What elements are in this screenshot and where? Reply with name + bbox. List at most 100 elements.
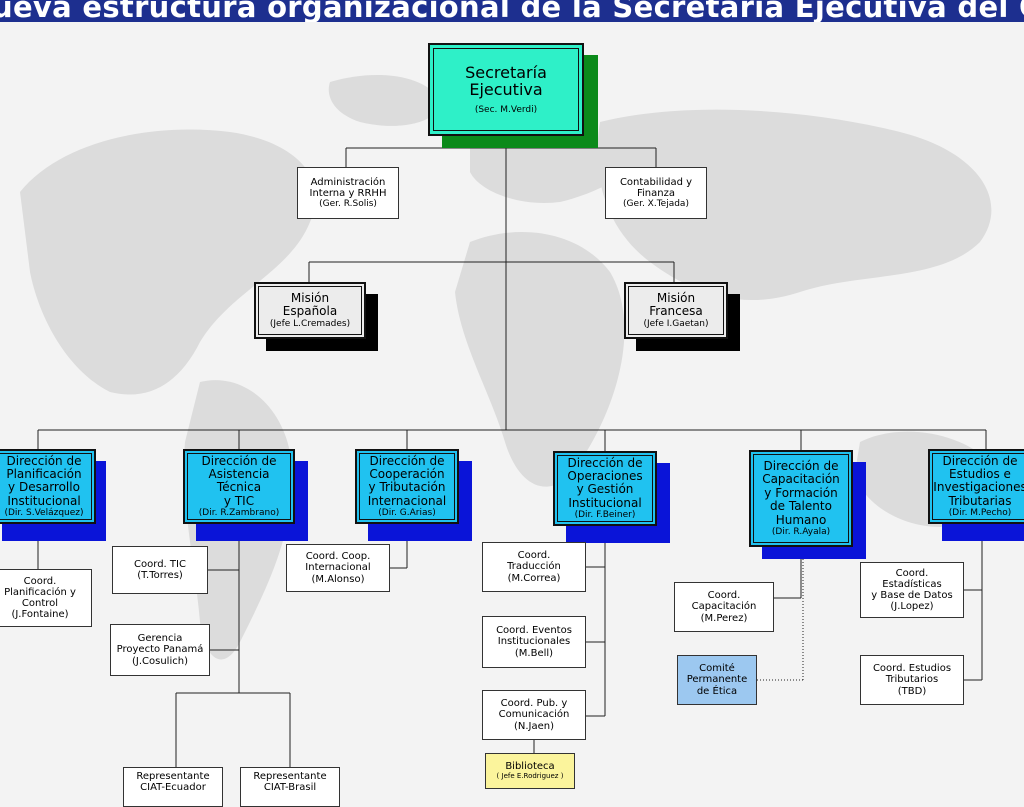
node-label: Tributarios xyxy=(885,674,939,686)
node-label: Comité xyxy=(699,663,735,675)
node-label: Contabilidad y xyxy=(619,176,693,188)
node-rep-brasil: Representante CIAT-Brasil xyxy=(240,767,340,807)
node-label: Misión xyxy=(656,291,696,306)
node-gerencia-panama: Gerencia Proyecto Panamá (J.Cosulich) xyxy=(110,624,210,676)
node-label: (N.Jaen) xyxy=(513,720,555,732)
node-label: Coord. xyxy=(517,550,551,562)
node-person: (Dir. S.Velázquez) xyxy=(4,508,84,519)
node-label: Coord. xyxy=(707,590,741,602)
node-label: de Talento xyxy=(770,499,832,514)
node-label: (M.Alonso) xyxy=(311,573,365,585)
node-label: Ejecutiva xyxy=(469,80,543,100)
node-person: (Sec. M.Verdi) xyxy=(474,105,538,116)
node-person: (Dir. R.Ayala) xyxy=(771,527,831,538)
node-mision-espanola: Misión Española (Jefe L.Cremades) xyxy=(254,282,366,339)
node-label: Coord. Estudios xyxy=(872,663,952,675)
node-label: Administración xyxy=(310,176,386,188)
node-label: Coord. xyxy=(23,575,57,587)
node-label: y Desarrollo xyxy=(8,480,80,495)
node-label: Operaciones xyxy=(567,469,643,484)
node-coord-planificacion: Coord. Planificación y Control (J.Fontai… xyxy=(0,569,92,627)
node-person: (Dir. F.Beiner) xyxy=(574,510,636,521)
node-label: (TBD) xyxy=(897,685,927,697)
node-label: Traducción xyxy=(507,561,561,573)
node-coord-tic: Coord. TIC (T.Torres) xyxy=(112,546,208,594)
page-title: ueva estructura organizacional de la Sec… xyxy=(0,0,1024,22)
node-person: (Dir. M.Pecho) xyxy=(948,508,1012,519)
node-label: Coord. Eventos xyxy=(496,625,572,637)
node-label: Estudios e xyxy=(949,467,1011,482)
node-person: ( Jefe E.Rodriguez ) xyxy=(496,771,564,780)
node-label: Coord. TIC xyxy=(134,558,186,570)
node-label: Francesa xyxy=(649,304,703,319)
node-coord-publicaciones: Coord. Pub. y Comunicación (N.Jaen) xyxy=(482,690,586,740)
node-label: y Gestión xyxy=(576,482,634,497)
node-label: Permanente xyxy=(686,674,748,686)
node-administracion: Administración Interna y RRHH (Ger. R.So… xyxy=(297,167,399,219)
node-label: Planificación xyxy=(6,467,82,482)
title-banner: ueva estructura organizacional de la Sec… xyxy=(0,0,1024,22)
node-coord-estudios: Coord. Estudios Tributarios (TBD) xyxy=(860,655,964,705)
node-dir-cooperacion: Dirección de Cooperación y Tributación I… xyxy=(355,449,459,524)
node-label: Internacional xyxy=(305,562,371,574)
node-label: (J.Cosulich) xyxy=(132,655,188,667)
node-dir-capacitacion: Dirección de Capacitación y Formación de… xyxy=(749,450,853,547)
node-label: Dirección de xyxy=(567,455,643,470)
node-label: Capacitación xyxy=(691,601,757,613)
node-label: Coord. Pub. y xyxy=(500,698,568,710)
node-label: Dirección de xyxy=(201,453,277,468)
node-label: (M.Correa) xyxy=(507,572,561,584)
node-person: (Dir. G.Arias) xyxy=(378,508,436,519)
node-label: Representante xyxy=(136,771,210,782)
node-label: Coord. xyxy=(895,567,929,579)
node-label: Proyecto Panamá xyxy=(116,644,204,656)
node-label: Control xyxy=(21,598,59,609)
node-label: Institucional xyxy=(7,493,81,508)
node-label: (T.Torres) xyxy=(137,570,183,581)
node-label: y Base de Datos xyxy=(871,590,953,601)
node-label: (J.Lopez) xyxy=(890,601,934,613)
node-label: Dirección de xyxy=(763,458,839,473)
node-label: Asistencia xyxy=(208,467,270,482)
node-label: Misión xyxy=(290,291,330,306)
node-coord-eventos: Coord. Eventos Institucionales (M.Bell) xyxy=(482,616,586,668)
node-mision-francesa: Misión Francesa (Jefe I.Gaetan) xyxy=(624,282,728,339)
node-dir-asistencia: Dirección de Asistencia Técnica y TIC (D… xyxy=(183,449,295,524)
node-person: (Jefe I.Gaetan) xyxy=(643,318,709,329)
node-label: Dirección de xyxy=(369,453,445,468)
node-label: Comunicación xyxy=(498,709,570,721)
node-label: y Formación xyxy=(764,485,838,500)
node-coord-traduccion: Coord. Traducción (M.Correa) xyxy=(482,542,586,592)
node-label: Institucional xyxy=(568,495,642,510)
node-label: Secretaría xyxy=(465,62,547,82)
node-label: Institucionales xyxy=(497,636,571,648)
node-label: CIAT-Brasil xyxy=(263,782,317,794)
node-label: Dirección de xyxy=(6,453,82,468)
node-person: (Dir. R.Zambrano) xyxy=(198,508,280,519)
node-label: Técnica xyxy=(216,480,262,495)
node-label: Investigaciones xyxy=(933,480,1024,495)
node-label: de Ética xyxy=(696,685,738,697)
node-coord-cooperacion: Coord. Coop. Internacional (M.Alonso) xyxy=(286,544,390,592)
node-label: Coord. Coop. xyxy=(305,551,371,563)
node-dir-planificacion: Dirección de Planificación y Desarrollo … xyxy=(0,449,96,524)
node-coord-estadisticas: Coord. Estadísticas y Base de Datos (J.L… xyxy=(860,562,964,618)
node-label: Humano xyxy=(775,512,827,527)
node-comite-etica: Comité Permanente de Ética xyxy=(677,655,757,705)
node-label: y TIC xyxy=(223,493,255,508)
node-coord-capacitacion: Coord. Capacitación (M.Perez) xyxy=(674,582,774,632)
node-biblioteca: Biblioteca ( Jefe E.Rodriguez ) xyxy=(485,753,575,789)
node-label: Internacional xyxy=(367,493,447,508)
node-dir-estudios: Dirección de Estudios e Investigaciones … xyxy=(928,449,1024,524)
node-dir-operaciones: Dirección de Operaciones y Gestión Insti… xyxy=(553,451,657,526)
node-person: (Ger. R.Solis) xyxy=(319,199,377,210)
node-label: Española xyxy=(282,304,338,319)
node-contabilidad: Contabilidad y Finanza (Ger. X.Tejada) xyxy=(605,167,707,219)
node-label: (M.Bell) xyxy=(514,647,554,659)
node-person: (Jefe L.Cremades) xyxy=(269,318,351,329)
node-label: CIAT-Ecuador xyxy=(140,782,206,794)
node-label: Estadísticas xyxy=(882,578,942,590)
node-label: Gerencia xyxy=(137,633,183,645)
node-rep-ecuador: Representante CIAT-Ecuador xyxy=(123,767,223,807)
